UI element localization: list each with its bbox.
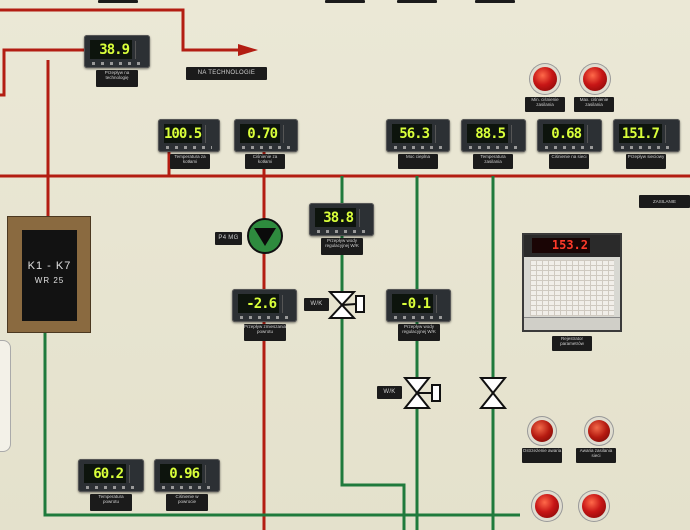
boiler-block: K1 - K7 WR 25 xyxy=(7,216,91,333)
top-plate xyxy=(475,0,515,3)
meter-value: 0.68 xyxy=(543,124,584,143)
meter-display: 88.5 xyxy=(461,119,526,152)
pump-tag: P4 MG xyxy=(215,232,242,245)
valve-tag: W/K xyxy=(304,298,329,311)
valve-tag: W/K xyxy=(377,386,402,399)
meter-display: 60.2 xyxy=(78,459,144,492)
meter-display: -0.1 xyxy=(386,289,451,322)
lamp-caption: Min. ciśnienie zasilania xyxy=(525,97,565,112)
recorder-paper xyxy=(530,260,614,316)
recorder-reading: 153.2 xyxy=(532,238,590,253)
meter-display: -2.6 xyxy=(232,289,297,322)
meter-caption: Moc cieplna xyxy=(398,154,438,169)
meter-value: 100.5 xyxy=(164,124,202,143)
meter-display: 0.70 xyxy=(234,119,298,152)
destination-label: NA TECHNOLOGIE xyxy=(186,67,267,80)
meter-display: 38.8 xyxy=(309,203,374,236)
side-label: ZASILANIE xyxy=(639,195,690,208)
pump-icon xyxy=(247,218,283,254)
meter-value: 88.5 xyxy=(467,124,508,143)
meter-caption: Ciśnienie za kotłami xyxy=(245,154,285,169)
meter-caption: Przepływ wody regulacyjnej W/K xyxy=(321,238,363,255)
top-plate xyxy=(325,0,365,3)
meter-value: -2.6 xyxy=(238,294,279,313)
meter-caption: Temperatura powrotu xyxy=(90,494,132,511)
lamp-caption: Max. ciśnienie zasilania xyxy=(574,97,614,112)
meter-display: 151.7 xyxy=(613,119,680,152)
meter-caption: Temperatura zasilania xyxy=(473,154,513,169)
meter-value: 60.2 xyxy=(84,464,126,483)
meter-value: 0.70 xyxy=(240,124,280,143)
alarm-lamp-icon xyxy=(533,67,557,91)
meter-value: 151.7 xyxy=(619,124,662,143)
top-plate xyxy=(397,0,437,3)
valve-icon xyxy=(478,377,508,409)
meter-value: 0.96 xyxy=(160,464,202,483)
meter-value: 38.8 xyxy=(315,208,356,227)
meter-display: 38.9 xyxy=(84,35,150,68)
meter-display: 0.96 xyxy=(154,459,220,492)
valve-icon xyxy=(327,291,365,319)
top-plate xyxy=(98,0,138,3)
boiler-label: K1 - K7 xyxy=(27,260,72,272)
meter-caption: Przepływ zmieszania powrotu xyxy=(244,324,286,341)
meter-value: -0.1 xyxy=(392,294,433,313)
meter-display: 0.68 xyxy=(537,119,602,152)
meter-caption: Przepływ na technologię xyxy=(96,70,138,87)
meter-value: 38.9 xyxy=(90,40,132,59)
boiler-model: WR 25 xyxy=(34,276,65,285)
door-handle xyxy=(0,340,11,452)
alarm-lamp-icon xyxy=(535,494,559,518)
meter-caption: Przepływ sieciowy xyxy=(626,154,666,169)
meter-display: 100.5 xyxy=(158,119,220,152)
valve-icon xyxy=(402,377,441,409)
alarm-lamp-icon xyxy=(582,494,606,518)
alarm-lamp-icon xyxy=(583,67,607,91)
meter-value: 56.3 xyxy=(392,124,432,143)
chart-recorder: 153.2 xyxy=(522,233,622,332)
recorder-caption: Rejestrator parametrów xyxy=(552,336,592,351)
alarm-lamp-icon xyxy=(531,420,553,442)
meter-caption: Temperatura za kotłami xyxy=(170,154,210,169)
meter-caption: Przepływ wody regulacyjnej W/K xyxy=(398,324,440,341)
meter-display: 56.3 xyxy=(386,119,450,152)
lamp-caption: Ostrzeżenie awaria xyxy=(522,448,562,463)
alarm-lamp-icon xyxy=(588,420,610,442)
flow-arrow-icon xyxy=(238,44,258,56)
meter-caption: Ciśnienie w powrocie xyxy=(166,494,208,511)
meter-caption: Ciśnienie na sieci xyxy=(549,154,589,169)
lamp-caption: Awaria zasilania sieci xyxy=(576,448,616,463)
